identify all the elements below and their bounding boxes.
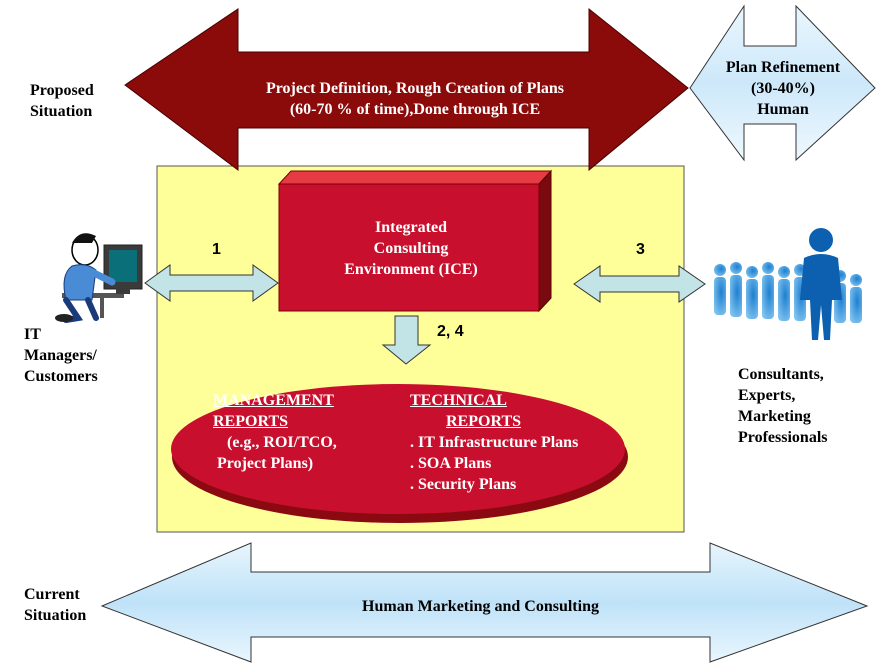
consultants-line-1: Consultants, xyxy=(738,366,824,383)
technical-reports-item-2: . SOA Plans xyxy=(410,455,492,472)
plan-refinement-line-3: Human xyxy=(757,101,809,118)
ice-box-front xyxy=(278,183,540,312)
technical-reports-item-3: . Security Plans xyxy=(410,476,517,493)
ice-line-1: Integrated xyxy=(375,219,447,236)
current-situation-arrow xyxy=(100,542,869,663)
technical-reports-item-1: . IT Infrastructure Plans xyxy=(410,434,579,451)
consultants-line-4: Professionals xyxy=(738,429,828,446)
consultants-line-3: Marketing xyxy=(738,408,811,425)
proposed-situation-arrow xyxy=(124,7,689,172)
arrow-3-connector xyxy=(573,265,706,303)
it-managers-label: IT Managers/ Customers xyxy=(24,324,98,387)
management-reports-item-2: Project Plans) xyxy=(217,455,314,472)
technical-reports-block: TECHNICAL REPORTS . IT Infrastructure Pl… xyxy=(410,390,578,495)
management-reports-item-1: (e.g., ROI/TCO, xyxy=(227,434,337,451)
it-managers-line-3: Customers xyxy=(24,368,98,385)
ice-box-top xyxy=(277,170,553,185)
current-situation-line-2: Situation xyxy=(24,607,87,624)
reports-ellipse xyxy=(171,384,625,514)
management-reports-heading-2: REPORTS xyxy=(213,413,289,430)
current-situation-line-1: Current xyxy=(24,586,80,603)
ice-line-3: Environment (ICE) xyxy=(344,261,478,278)
plan-refinement-arrow xyxy=(689,4,876,162)
it-managers-line-1: IT xyxy=(24,326,41,343)
arrow-2-4-connector xyxy=(381,315,432,365)
consultants-crowd-icon xyxy=(714,228,862,340)
plan-refinement-label: Plan Refinement (30-40%) Human xyxy=(700,57,866,120)
it-manager-computer-user-icon xyxy=(55,233,143,323)
consultants-line-2: Experts, xyxy=(738,387,796,404)
management-reports-heading-1: MANAGEMENT xyxy=(213,392,334,409)
arrow-1-connector xyxy=(144,264,279,302)
proposed-situation-line-2: Situation xyxy=(30,103,93,120)
flow-number-2-4: 2, 4 xyxy=(437,323,464,340)
plan-refinement-line-1: Plan Refinement xyxy=(725,59,841,76)
current-situation-arrow-text: Human Marketing and Consulting xyxy=(362,598,599,615)
proposed-arrow-line-2: (60-70 % of time),Done through ICE xyxy=(289,101,541,118)
it-managers-line-2: Managers/ xyxy=(24,347,97,364)
technical-reports-heading-2: REPORTS xyxy=(446,413,522,430)
flow-number-1: 1 xyxy=(212,241,221,258)
proposed-situation-label: Proposed Situation xyxy=(30,80,94,122)
proposed-situation-arrow-text: Project Definition, Rough Creation of Pl… xyxy=(190,78,640,120)
consultants-label: Consultants, Experts, Marketing Professi… xyxy=(738,364,827,448)
proposed-arrow-line-1: Project Definition, Rough Creation of Pl… xyxy=(265,80,565,97)
plan-refinement-line-2: (30-40%) xyxy=(751,80,815,97)
ice-box-side xyxy=(538,169,552,313)
proposed-situation-line-1: Proposed xyxy=(30,82,94,99)
ice-line-2: Consulting xyxy=(373,240,449,257)
flow-number-3: 3 xyxy=(636,241,645,258)
management-reports-block: MANAGEMENT REPORTS (e.g., ROI/TCO, Proje… xyxy=(213,390,337,474)
technical-reports-heading-1: TECHNICAL xyxy=(410,392,507,409)
ice-label: Integrated Consulting Environment (ICE) xyxy=(283,217,539,280)
current-situation-label: Current Situation xyxy=(24,584,86,626)
